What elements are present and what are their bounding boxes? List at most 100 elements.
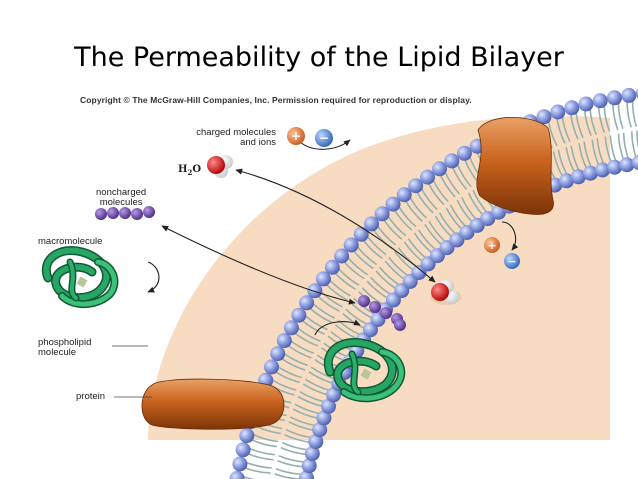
arrow-noncharged-crossing bbox=[161, 225, 356, 305]
lipid-tail bbox=[622, 132, 629, 159]
phospholipid-head bbox=[621, 87, 637, 103]
lipid-tail bbox=[578, 143, 588, 169]
phospholipid-head bbox=[432, 161, 447, 177]
lipid-tail bbox=[289, 416, 315, 427]
lipid-tail bbox=[589, 109, 598, 135]
copyright-notice: Copyright © The McGraw-Hill Companies, I… bbox=[80, 95, 472, 105]
lipid-tail bbox=[304, 378, 330, 391]
lipid-tail bbox=[596, 138, 605, 164]
lipid-tail bbox=[312, 303, 336, 319]
lipid-tail bbox=[583, 110, 592, 137]
phospholipid-head bbox=[592, 93, 608, 109]
lipid-tail bbox=[275, 371, 300, 384]
noncharged-molecule-inside bbox=[358, 295, 406, 331]
arrow-charged-blocked bbox=[299, 139, 351, 150]
minus-sign: − bbox=[507, 255, 516, 268]
lipid-tail bbox=[248, 453, 274, 461]
arrow-macromolecule-blocked bbox=[147, 261, 160, 293]
lipid-tail bbox=[631, 131, 637, 158]
phospholipid-head bbox=[570, 169, 586, 185]
phospholipid-head bbox=[607, 159, 623, 175]
phospholipid-head bbox=[321, 398, 336, 414]
phospholipid-head bbox=[536, 109, 552, 125]
lipid-tail bbox=[278, 454, 305, 463]
lipid-tail bbox=[456, 199, 473, 223]
lipid-tail bbox=[552, 151, 563, 177]
lipid-tail bbox=[456, 164, 472, 188]
phospholipid-head bbox=[635, 88, 638, 99]
lipid-tail bbox=[345, 308, 368, 325]
protein-channel-bottom bbox=[141, 378, 285, 430]
macromolecule-inside bbox=[323, 338, 406, 403]
lipid-tail bbox=[583, 141, 592, 168]
phospholipid-head bbox=[480, 211, 496, 227]
noncharged-molecule-outside bbox=[95, 206, 155, 220]
minus-ion-outside: − bbox=[315, 129, 333, 147]
lipid-tail bbox=[342, 312, 365, 329]
lipid-tail bbox=[284, 433, 310, 443]
protein-channel-top bbox=[476, 116, 554, 215]
label-noncharged-molecules: noncharged molecules bbox=[96, 187, 147, 208]
lipid-tail bbox=[438, 212, 456, 235]
lipid-tail bbox=[561, 116, 571, 143]
phospholipid-head bbox=[564, 100, 580, 116]
lipid-tail bbox=[280, 446, 306, 456]
lipid-tail bbox=[271, 379, 297, 391]
lipid-tail bbox=[299, 391, 325, 403]
lipid-tail bbox=[288, 421, 314, 431]
lipid-tail bbox=[451, 167, 468, 190]
phospholipid-head bbox=[276, 333, 292, 349]
phospholipid-head bbox=[229, 470, 245, 479]
lipid-tail bbox=[277, 366, 303, 379]
phospholipid-head bbox=[550, 104, 566, 120]
phospholipid-head bbox=[235, 442, 251, 458]
label-macromolecule: macromolecule bbox=[38, 236, 103, 247]
plus-sign: + bbox=[291, 129, 301, 143]
phospholipid-head bbox=[456, 145, 472, 161]
phospholipid-head bbox=[232, 456, 248, 472]
lipid-tail bbox=[575, 112, 584, 139]
phospholipid-head bbox=[283, 320, 299, 336]
lipid-tail bbox=[283, 353, 308, 367]
lipid-tail bbox=[292, 408, 318, 419]
lipid-tail bbox=[449, 204, 467, 227]
lipid-tail bbox=[281, 441, 308, 451]
lipid-tail bbox=[547, 121, 558, 147]
lipid-tail bbox=[434, 215, 452, 238]
label-phospholipid-molecule: phospholipid molecule bbox=[38, 337, 92, 358]
phospholipid-head bbox=[316, 410, 332, 426]
lipid-tail bbox=[631, 100, 638, 127]
lipid-tail bbox=[467, 192, 484, 216]
lipid-tail bbox=[308, 371, 333, 384]
phospholipid-head bbox=[312, 422, 328, 438]
lipid-tail bbox=[249, 447, 275, 456]
lipid-tail bbox=[275, 468, 302, 476]
lipid-tail bbox=[285, 428, 311, 439]
lipid-tail bbox=[557, 149, 568, 175]
phospholipid-head bbox=[444, 153, 460, 169]
lipid-tail bbox=[281, 358, 306, 371]
minus-ion-inside: − bbox=[504, 253, 520, 269]
phospholipid-head bbox=[619, 157, 635, 173]
phospholipid-head bbox=[301, 458, 317, 474]
water-molecule-outside bbox=[207, 155, 233, 178]
lipid-tail bbox=[597, 107, 606, 133]
water-molecule-inside bbox=[430, 279, 462, 305]
lipid-tail bbox=[617, 133, 625, 160]
lipid-tail bbox=[251, 439, 277, 448]
phospholipid-head bbox=[326, 387, 341, 403]
lipid-tail bbox=[294, 403, 320, 415]
lipid-tail bbox=[246, 461, 272, 469]
phospholipid-head bbox=[491, 204, 506, 220]
plus-ion-outside: + bbox=[287, 127, 305, 145]
plus-ion-inside: + bbox=[484, 237, 500, 253]
lipid-tail bbox=[287, 345, 312, 359]
lipid-tail bbox=[302, 383, 328, 396]
phospholipid-head bbox=[304, 446, 320, 462]
label-water: H2O bbox=[178, 164, 202, 178]
phospholipid-head bbox=[270, 346, 286, 362]
phospholipid-head bbox=[578, 96, 594, 112]
phospholipid-head bbox=[291, 307, 307, 323]
lipid-tail bbox=[439, 174, 456, 198]
